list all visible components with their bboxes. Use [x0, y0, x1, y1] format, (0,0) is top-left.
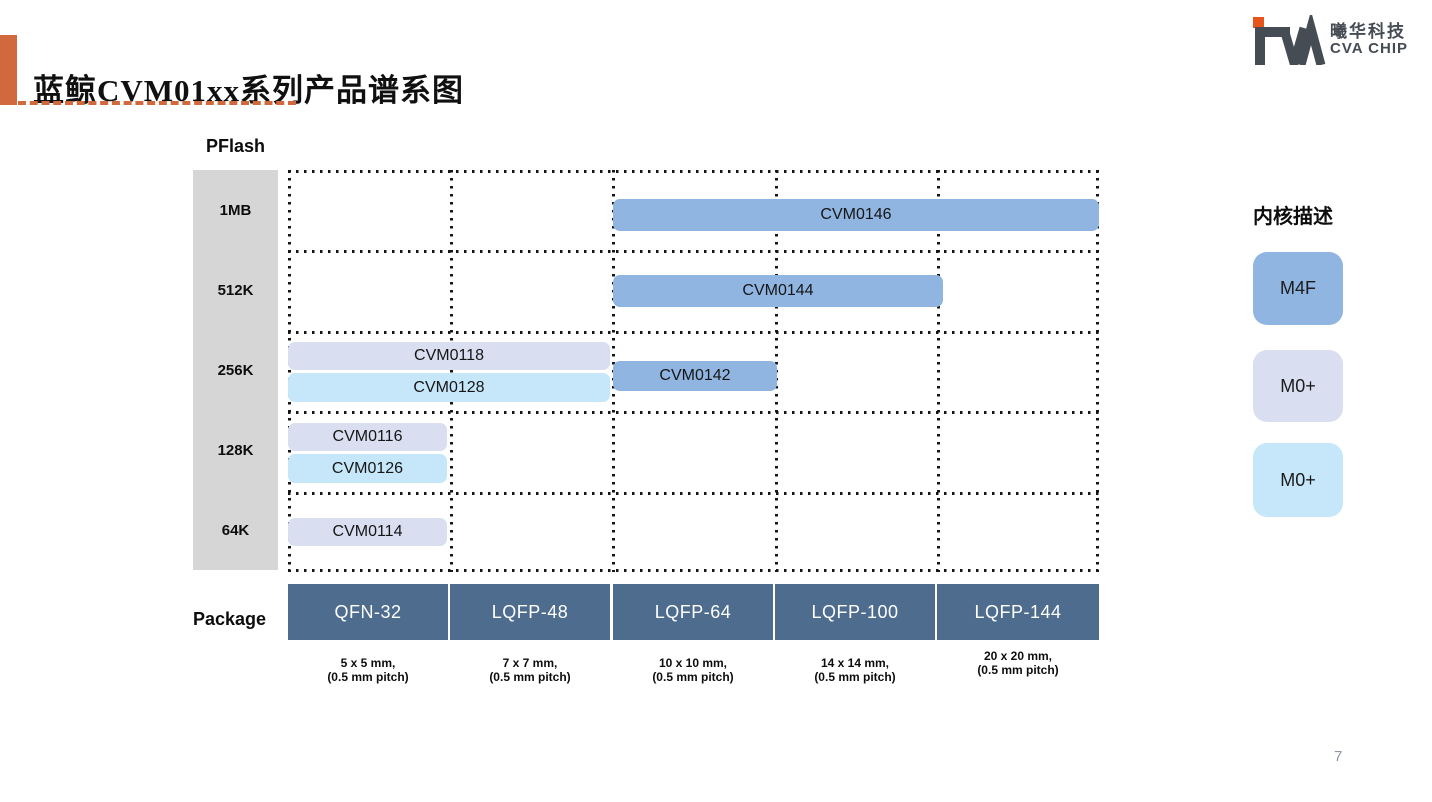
flash-size-label-128k: 128K	[217, 441, 254, 459]
package-cell-qfn32: QFN-32	[288, 584, 448, 640]
grid-vline	[288, 170, 291, 572]
package-size-line: 20 x 20 mm,	[983, 649, 1053, 663]
product-bar-cvm0114: CVM0114	[288, 518, 447, 546]
package-size-lqfp48: 7 x 7 mm, (0.5 mm pitch)	[450, 656, 610, 684]
grid-vline	[450, 170, 453, 572]
package-pitch-line: (0.5 mm pitch)	[652, 670, 734, 684]
logo-text: 曦华科技 CVA CHIP	[1330, 23, 1408, 57]
package-size-qfn32: 5 x 5 mm, (0.5 mm pitch)	[288, 656, 448, 684]
package-cell-lqfp100: LQFP-100	[775, 584, 935, 640]
package-size-line: 5 x 5 mm,	[340, 656, 396, 670]
product-bar-cvm0116: CVM0116	[288, 423, 447, 451]
package-pitch-line: (0.5 mm pitch)	[977, 663, 1059, 677]
grid-vline	[937, 170, 940, 572]
flash-size-label-512k: 512K	[217, 281, 254, 299]
grid-hline	[288, 411, 1099, 414]
product-bar-cvm0128: CVM0128	[288, 373, 610, 402]
product-bar-cvm0142: CVM0142	[613, 361, 777, 391]
package-cell-lqfp144: LQFP-144	[937, 584, 1099, 640]
package-size-lqfp100: 14 x 14 mm, (0.5 mm pitch)	[775, 656, 935, 684]
product-bar-cvm0126: CVM0126	[288, 454, 447, 483]
company-logo: 曦华科技 CVA CHIP	[1248, 14, 1428, 66]
title-underline	[18, 101, 296, 105]
legend-title: 内核描述	[1253, 206, 1333, 228]
legend-item-m0plus-1: M0+	[1253, 350, 1343, 422]
product-bar-cvm0118: CVM0118	[288, 342, 610, 370]
legend-item-m0plus-2: M0+	[1253, 443, 1343, 517]
package-size-lqfp64: 10 x 10 mm, (0.5 mm pitch)	[613, 656, 773, 684]
logo-company-name-en: CVA CHIP	[1330, 40, 1409, 58]
grid-hline	[288, 492, 1099, 495]
package-pitch-line: (0.5 mm pitch)	[489, 670, 571, 684]
page-number: 7	[1334, 748, 1343, 765]
package-size-line: 14 x 14 mm,	[820, 656, 890, 670]
package-size-line: 10 x 10 mm,	[658, 656, 728, 670]
logo-company-name-cn: 曦华科技	[1330, 22, 1406, 42]
flash-size-label-256k: 256K	[217, 361, 254, 379]
product-bar-cvm0144: CVM0144	[613, 275, 943, 307]
package-pitch-line: (0.5 mm pitch)	[814, 670, 896, 684]
title-accent-bar	[0, 35, 17, 105]
grid-hline	[288, 170, 1099, 173]
grid-hline	[288, 250, 1099, 253]
package-pitch-line: (0.5 mm pitch)	[327, 670, 409, 684]
y-axis-title: PFlash	[205, 136, 266, 156]
x-axis-title: Package	[193, 609, 267, 629]
grid-hline	[288, 331, 1099, 334]
grid-vline	[1096, 170, 1099, 572]
package-cell-lqfp64: LQFP-64	[613, 584, 773, 640]
product-bar-cvm0146: CVM0146	[613, 199, 1099, 231]
flash-size-label-1mb: 1MB	[219, 201, 252, 219]
grid-hline	[288, 569, 1099, 572]
flash-size-axis: 1MB 512K 256K 128K 64K	[193, 170, 278, 570]
package-size-lqfp144: 20 x 20 mm, (0.5 mm pitch)	[937, 649, 1099, 677]
package-cell-lqfp48: LQFP-48	[450, 584, 610, 640]
package-size-line: 7 x 7 mm,	[502, 656, 558, 670]
legend-item-m4f: M4F	[1253, 252, 1343, 325]
flash-size-label-64k: 64K	[221, 521, 250, 539]
cva-logo-icon	[1253, 15, 1326, 65]
